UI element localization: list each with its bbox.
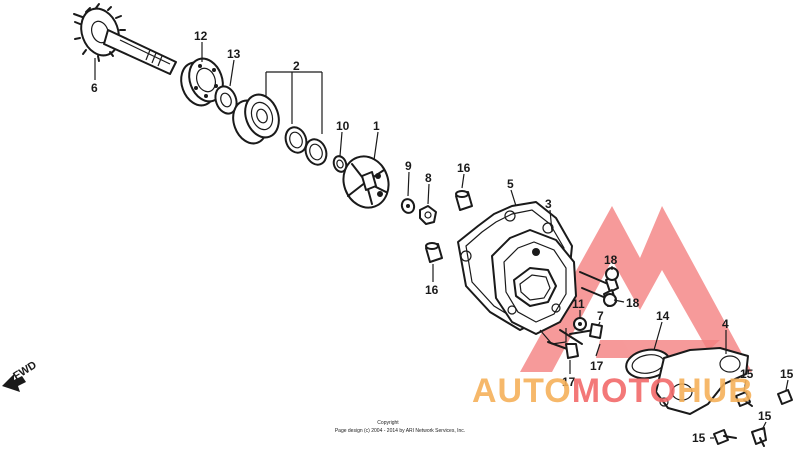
- callout-labels: 6 12 13 2 10 1 9 8 16 16 5 3 18 18 11 7 …: [91, 29, 794, 445]
- callout-16-lower: 16: [425, 283, 439, 297]
- callout-6: 6: [91, 81, 98, 95]
- callout-13: 13: [227, 47, 241, 61]
- forward-arrow-icon: [2, 374, 26, 392]
- washer-9: [400, 198, 416, 214]
- callout-leaders: [94, 42, 789, 439]
- callout-16-upper: 16: [457, 161, 471, 175]
- bearing-12: [180, 57, 224, 107]
- callout-5: 5: [507, 177, 514, 191]
- callout-10: 10: [336, 119, 350, 133]
- callout-2: 2: [293, 59, 300, 73]
- fwd-label: FWD: [11, 359, 39, 382]
- forward-direction-indicator: FWD: [2, 359, 39, 392]
- washer-13: [214, 85, 238, 115]
- washer-10: [332, 155, 348, 173]
- copyright-line-1: Copyright: [377, 420, 399, 426]
- dowel-pin-lower: [425, 242, 443, 263]
- bolt-17-b: [559, 329, 583, 345]
- bolt-17-a: [547, 341, 579, 359]
- bolt-18-upper: [579, 267, 619, 293]
- dowel-pin-upper: [455, 190, 473, 211]
- callout-17-a: 17: [562, 375, 576, 389]
- callout-7: 7: [597, 309, 604, 323]
- watermark-moto: MOTO: [572, 372, 677, 410]
- callout-18-upper: 18: [604, 253, 618, 267]
- callout-14: 14: [656, 309, 670, 323]
- bolt-15-a: [735, 391, 753, 407]
- callout-3: 3: [545, 197, 552, 211]
- watermark-text: AUTOMOTOHUB: [472, 372, 754, 410]
- mechanical-seal-2: [232, 71, 328, 166]
- water-pipe-joint-4: [655, 347, 749, 415]
- callout-15-b: 15: [780, 367, 794, 381]
- bolt-7: [569, 323, 603, 339]
- copyright-notice: Copyright Page design (c) 2004 - 2014 by…: [335, 420, 465, 434]
- cap-nut-8: [419, 205, 437, 225]
- callout-15-a: 15: [740, 367, 754, 381]
- callout-1: 1: [373, 119, 380, 133]
- callout-12: 12: [194, 29, 208, 43]
- callout-4: 4: [722, 317, 729, 331]
- bolt-15-b: [777, 389, 793, 405]
- callout-8: 8: [425, 171, 432, 185]
- svg-text:AUTOMOTOHUB: AUTOMOTOHUB: [472, 372, 754, 410]
- callout-9: 9: [405, 159, 412, 173]
- callout-17-b: 17: [590, 359, 604, 373]
- copyright-line-2: Page design (c) 2004 - 2014 by ARI Netwo…: [335, 428, 465, 434]
- washer-11: [573, 317, 587, 331]
- callout-15-c: 15: [692, 431, 706, 445]
- watermark-auto: AUTO: [472, 372, 572, 410]
- bolt-15-c: [713, 429, 737, 445]
- pump-shaft-sprocket: [73, 3, 177, 75]
- bolt-15-d: [751, 427, 767, 447]
- callout-11: 11: [572, 297, 585, 311]
- watermark-hub: HUB: [677, 372, 754, 410]
- callout-18-lower: 18: [626, 296, 640, 310]
- water-pump-body-3: [491, 229, 577, 345]
- impeller-1: [342, 155, 390, 209]
- bolt-18-lower: [581, 287, 617, 307]
- callout-15-d: 15: [758, 409, 772, 423]
